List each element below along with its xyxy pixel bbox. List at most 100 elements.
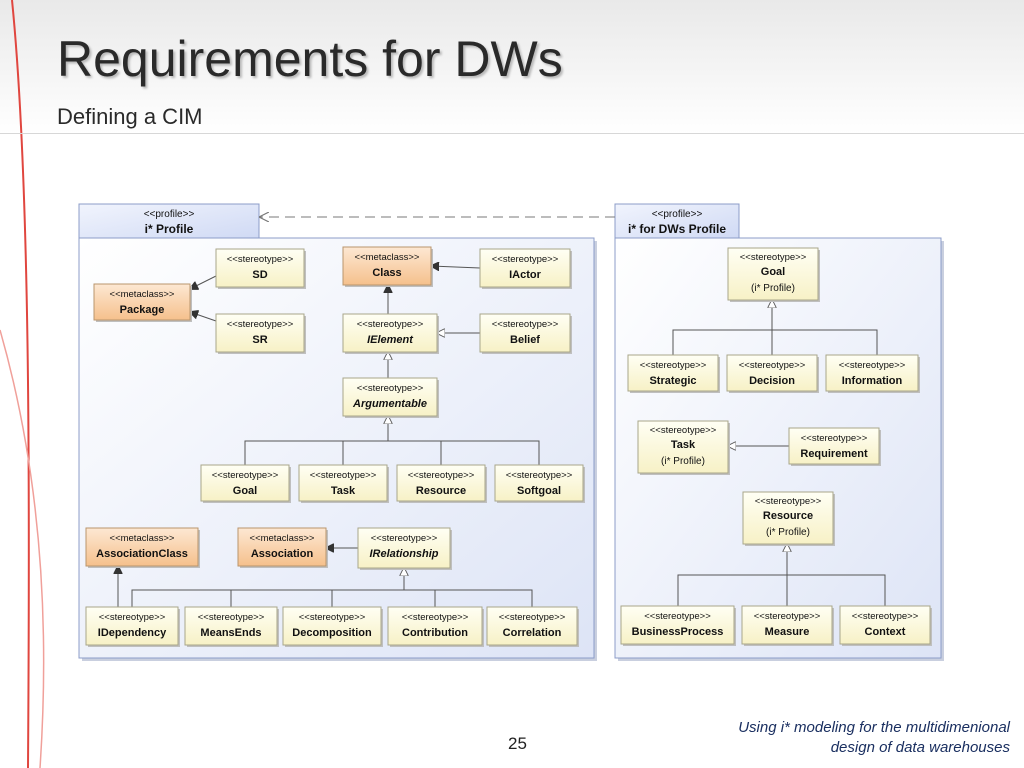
box-contribution: <<stereotype>>Contribution (387, 606, 484, 647)
connector-line (244, 440, 540, 465)
connector-line (672, 329, 878, 355)
box-context: <<stereotype>>Context (839, 605, 932, 646)
box-name: Contribution (402, 627, 468, 639)
connector-line (431, 266, 481, 268)
box-name: Information (842, 375, 903, 387)
box-resource: <<stereotype>> Resource (396, 464, 487, 503)
stereotype-box (298, 464, 388, 502)
box-correlation: <<stereotype>>Correlation (486, 606, 579, 647)
box-sr: <<stereotype>>SR (215, 313, 306, 354)
box-stereotype: <<stereotype>> (650, 425, 717, 436)
box-belief: <<stereotype>>Belief (479, 313, 572, 354)
box-name: Package (120, 304, 165, 316)
box-name: Strategic (649, 375, 696, 387)
box-name: SR (252, 334, 267, 346)
box-stereotype: <<stereotype>> (371, 533, 438, 544)
box-name: MeansEnds (200, 627, 261, 639)
box-stereotype: <<metaclass>> (250, 533, 315, 544)
footer-line-1: Using i* modeling for the multidimeniona… (738, 719, 1010, 736)
package-stereotype: <<profile>> (144, 209, 195, 220)
box-name: Softgoal (517, 485, 561, 497)
box-name: IElement (367, 334, 414, 346)
page-number: 25 (508, 734, 527, 753)
box-iactor: <<stereotype>>IActor (479, 248, 572, 289)
box-stereotype: <<stereotype>> (357, 383, 424, 394)
box-argumentable: <<stereotype>> Argumentable (342, 377, 439, 418)
box-stereotype: <<stereotype>> (99, 612, 166, 623)
stereotype-box (215, 248, 305, 288)
stereotype-box (387, 606, 483, 646)
box-sd: <<stereotype>>SD (215, 248, 306, 289)
connector-line (190, 275, 217, 289)
box-name: BusinessProcess (632, 626, 724, 638)
box-irelationship: <<stereotype>> IRelationship (357, 527, 452, 570)
header-divider (0, 133, 1024, 134)
box-stereotype: <<stereotype>> (852, 611, 919, 622)
box-name: Goal (761, 266, 785, 278)
package-name: i* for DWs Profile (628, 222, 726, 236)
box-businessprocess: <<stereotype>>BusinessProcess (620, 605, 736, 646)
box-name: Argumentable (352, 398, 427, 410)
box-note: (i* Profile) (766, 527, 810, 538)
stereotype-box (282, 606, 382, 646)
stereotype-box (825, 354, 919, 392)
package-dwprofile: <<profile>>i* for DWs Profile (614, 203, 944, 661)
box-name: Requirement (800, 448, 868, 460)
box-stereotype: <<stereotype>> (310, 470, 377, 481)
stereotype-box (741, 605, 833, 645)
stereotype-box (494, 464, 584, 502)
box-name: Resource (763, 510, 813, 522)
accent-curve-2 (0, 329, 45, 768)
package-name: i* Profile (145, 222, 194, 236)
package-tab (78, 203, 260, 241)
footer-caption: Using i* modeling for the multidimeniona… (738, 718, 1010, 758)
box-stereotype: <<stereotype>> (640, 360, 707, 371)
box-note: (i* Profile) (661, 456, 705, 467)
stereotype-box (184, 606, 278, 646)
box-goal: <<stereotype>> Goal (200, 464, 291, 503)
slide-title: Requirements for DWs (57, 31, 563, 87)
box-name: Decision (749, 375, 795, 387)
box-requirement: <<stereotype>> Requirement (788, 427, 881, 466)
stereotype-box (342, 377, 438, 417)
box-stereotype: <<stereotype>> (801, 433, 868, 444)
box-name: Goal (233, 485, 257, 497)
box-dw-task: <<stereotype>>Task(i* Profile) (637, 420, 730, 475)
box-name: Resource (416, 485, 466, 497)
header-band (0, 0, 1024, 134)
box-name: Belief (510, 334, 540, 346)
box-name: IDependency (98, 627, 167, 639)
stereotype-box (839, 605, 931, 645)
box-task: <<stereotype>> Task (298, 464, 389, 503)
stereotype-box (479, 248, 571, 288)
box-strategic: <<stereotype>> Strategic (627, 354, 720, 393)
slide-subtitle: Defining a CIM (57, 104, 203, 129)
box-association: <<metaclass>>Association (237, 527, 328, 568)
box-stereotype: <<metaclass>> (110, 289, 175, 300)
box-name: AssociationClass (96, 548, 188, 560)
box-stereotype: <<stereotype>> (408, 470, 475, 481)
metaclass-box (93, 283, 191, 321)
box-stereotype: <<stereotype>> (755, 496, 822, 507)
box-name: IRelationship (369, 548, 438, 560)
box-stereotype: <<stereotype>> (212, 470, 279, 481)
box-stereotype: <<stereotype>> (754, 611, 821, 622)
stereotype-box (726, 354, 818, 392)
stereotype-box (396, 464, 486, 502)
box-name: Task (331, 485, 356, 497)
box-stereotype: <<metaclass>> (110, 533, 175, 544)
box-stereotype: <<stereotype>> (499, 612, 566, 623)
box-dw-goal: <<stereotype>>Goal(i* Profile) (727, 247, 820, 302)
connector-line (677, 574, 886, 606)
box-information: <<stereotype>>Information (825, 354, 920, 393)
box-name: IActor (509, 269, 542, 281)
box-decomposition: <<stereotype>>Decomposition (282, 606, 383, 647)
stereotype-box (200, 464, 290, 502)
accent-curve (11, 0, 30, 768)
box-stereotype: <<stereotype>> (299, 612, 366, 623)
footer-line-2: design of data warehouses (830, 739, 1010, 756)
stereotype-box (727, 247, 819, 301)
box-stereotype: <<stereotype>> (198, 612, 265, 623)
